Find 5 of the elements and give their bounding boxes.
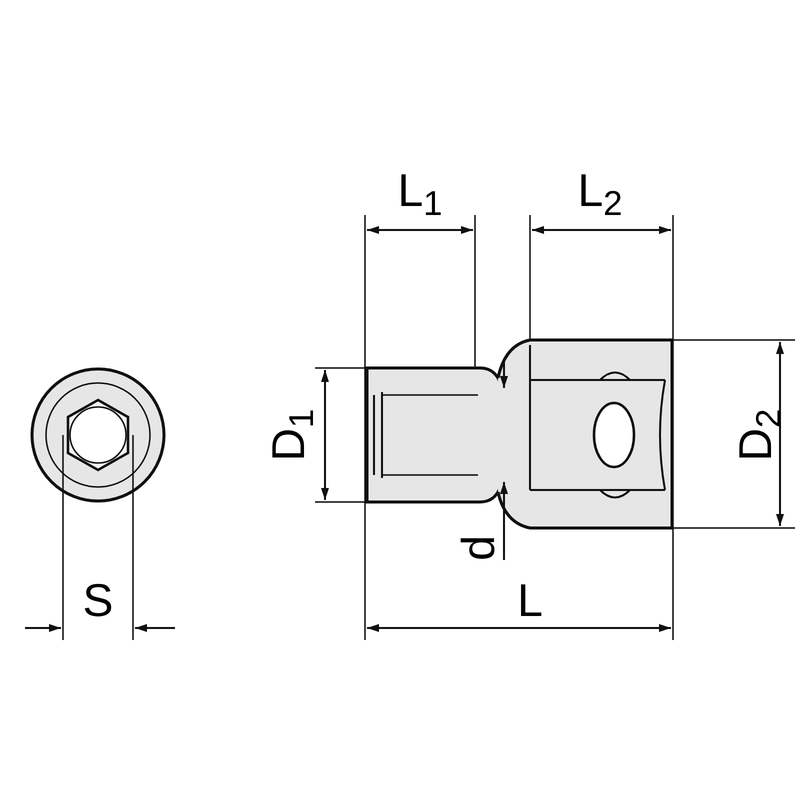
dimension-label: L (517, 577, 543, 623)
dimension-label: S (82, 577, 114, 623)
dimension-label: L$_{2}$ (578, 167, 622, 213)
dimension-label: L$_{1}$ (398, 167, 442, 213)
dimension-label: d (455, 535, 501, 561)
